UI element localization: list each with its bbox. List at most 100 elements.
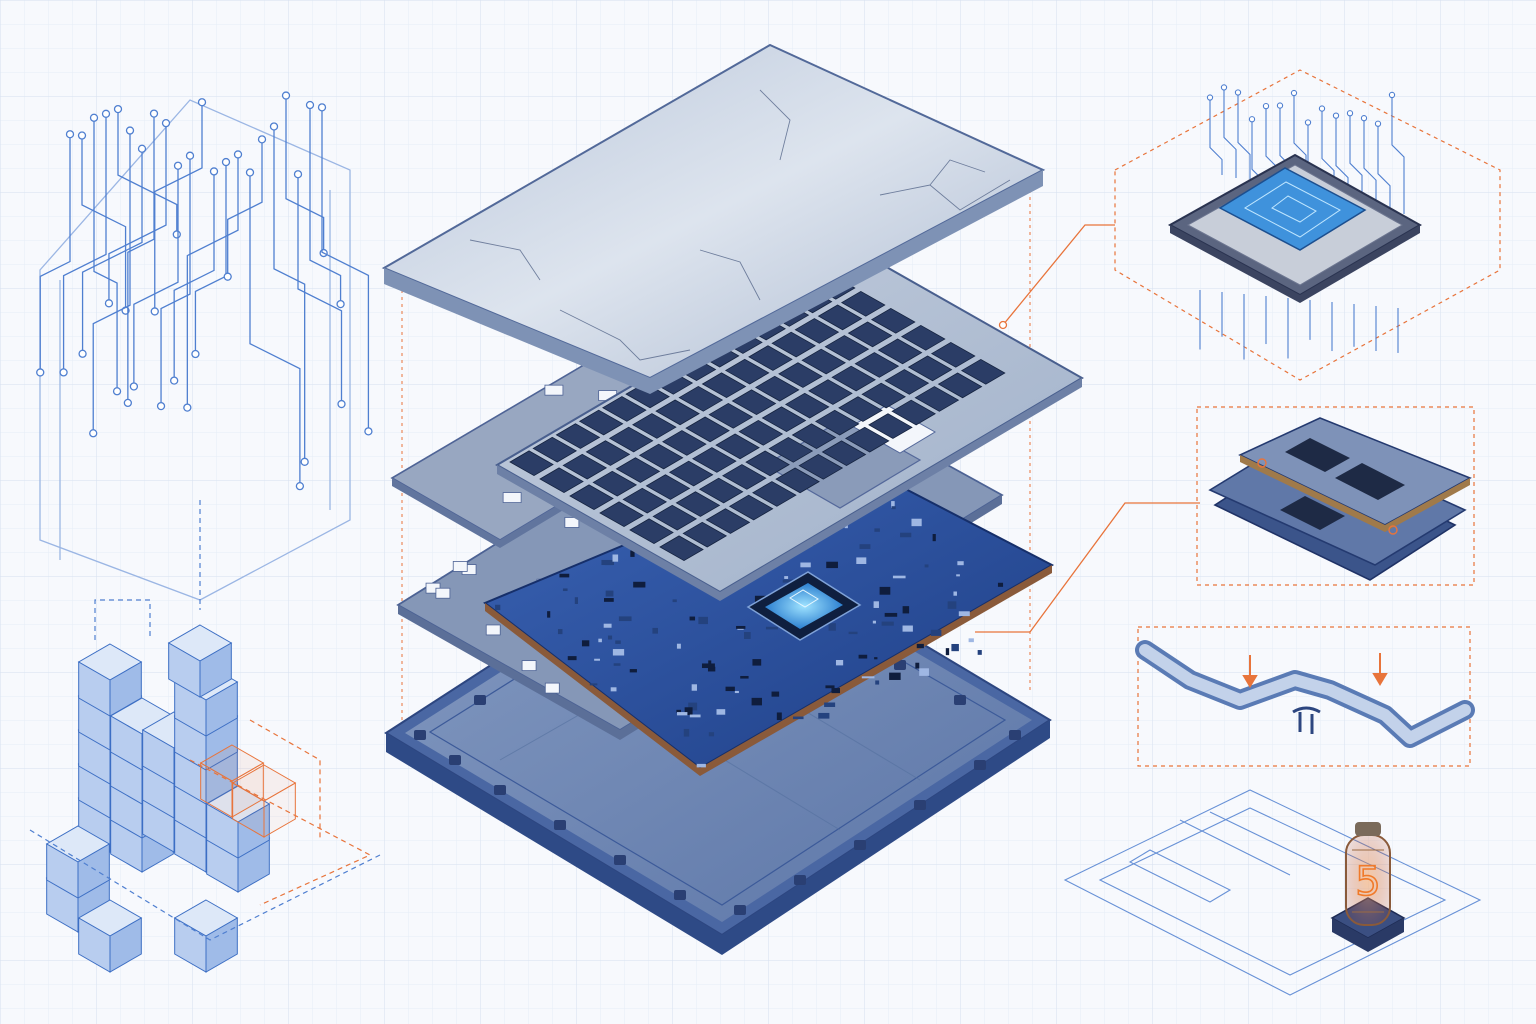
keycap [870, 307, 916, 334]
keycap [682, 521, 728, 548]
keycap [808, 379, 853, 405]
pcb-component [968, 638, 974, 643]
keycap [705, 508, 751, 534]
pcb-component [604, 598, 614, 602]
keycap [798, 453, 844, 480]
pcb-component [689, 714, 701, 718]
trace-node [269, 122, 279, 131]
circuit-trace [62, 113, 107, 373]
keycap [861, 382, 906, 409]
pcb-component [725, 686, 735, 692]
trace-node [245, 168, 255, 177]
circuit-trace [127, 113, 155, 403]
mounting-boss [974, 760, 986, 770]
keycap [821, 440, 867, 467]
pcb-component [618, 616, 632, 622]
exploded-laptop-assembly [381, 43, 1084, 955]
keycap [738, 419, 784, 446]
keycap [778, 362, 823, 388]
pcb-component [916, 643, 924, 649]
circuit-trace [92, 130, 131, 434]
pcb-component [652, 627, 658, 634]
frame-cutout [435, 587, 451, 599]
pcb-component [613, 663, 621, 666]
mounting-boss [414, 730, 426, 740]
pcb-component [997, 582, 1004, 587]
frame-cutout [485, 624, 501, 636]
pcb-component [800, 562, 811, 568]
circuit-trace [81, 148, 143, 354]
circuit-trace [154, 102, 203, 312]
trace-node [59, 368, 68, 377]
frame-cutout [564, 517, 580, 528]
keycap [555, 423, 601, 449]
pcb-component [683, 728, 690, 737]
keycap [791, 423, 837, 450]
pcb-component [826, 561, 838, 569]
cpu-trace-node [1220, 84, 1228, 91]
keycap [761, 406, 807, 433]
keycap [509, 450, 554, 477]
keycap [824, 335, 870, 361]
pcb-component [957, 561, 964, 566]
pcb-component [879, 586, 891, 595]
trace-node [305, 100, 315, 110]
pcb-component [688, 702, 698, 711]
keycap [847, 321, 893, 348]
keycap [715, 433, 760, 460]
trace-node [295, 481, 305, 491]
keycap [652, 504, 698, 531]
circuit-trace [39, 134, 71, 373]
trace-node [156, 401, 166, 411]
voxel-cube [77, 843, 110, 899]
trace-node [77, 131, 87, 140]
pcb-component [831, 688, 841, 694]
cpu-callout [1114, 69, 1501, 381]
cpu-trace-node [1248, 116, 1256, 123]
pcb-component [589, 683, 598, 686]
pcb-component [889, 672, 901, 680]
pcb-component [684, 707, 693, 716]
keycap [868, 413, 913, 439]
voxel-cube [205, 681, 238, 737]
pcb-component [856, 557, 867, 564]
pcb-component [707, 666, 716, 672]
trace-node [65, 130, 75, 139]
circuit-trace [133, 165, 179, 387]
trace-node [149, 109, 159, 118]
mounting-boss [614, 855, 626, 865]
pcb-component [708, 732, 715, 737]
cpu-trace-node [1290, 89, 1298, 97]
keycap [728, 494, 774, 521]
circuit-trace [285, 95, 325, 254]
cpu-trace-node [1332, 112, 1340, 119]
circuit-trace [321, 107, 370, 432]
pcb-component [945, 648, 950, 656]
trace-node [317, 103, 327, 112]
mounting-boss [894, 660, 906, 670]
circuit-trace [186, 154, 239, 408]
pcb-component [574, 597, 578, 604]
pcb-component [610, 687, 617, 692]
pcb-component [958, 611, 970, 617]
pcb-component [915, 662, 920, 669]
trace-node [161, 118, 171, 128]
pcb-component [557, 629, 563, 635]
pcb-component [900, 532, 912, 538]
cpu-trace-node [1346, 110, 1354, 117]
pcb-component [594, 658, 600, 661]
pcb-component [977, 650, 982, 655]
keycap [754, 375, 800, 402]
trace-node [185, 151, 195, 160]
motherboard-pcb [483, 453, 1055, 776]
circuit-trace [160, 155, 191, 407]
cpu-trace-node [1360, 115, 1368, 122]
trace-node [336, 299, 345, 309]
pcb-component [776, 712, 782, 721]
cpu-trace [1363, 118, 1377, 208]
ram-module-icon [1208, 417, 1472, 581]
circuit-trace [227, 139, 263, 277]
pcb-component [607, 635, 613, 640]
trace-node [281, 91, 291, 100]
